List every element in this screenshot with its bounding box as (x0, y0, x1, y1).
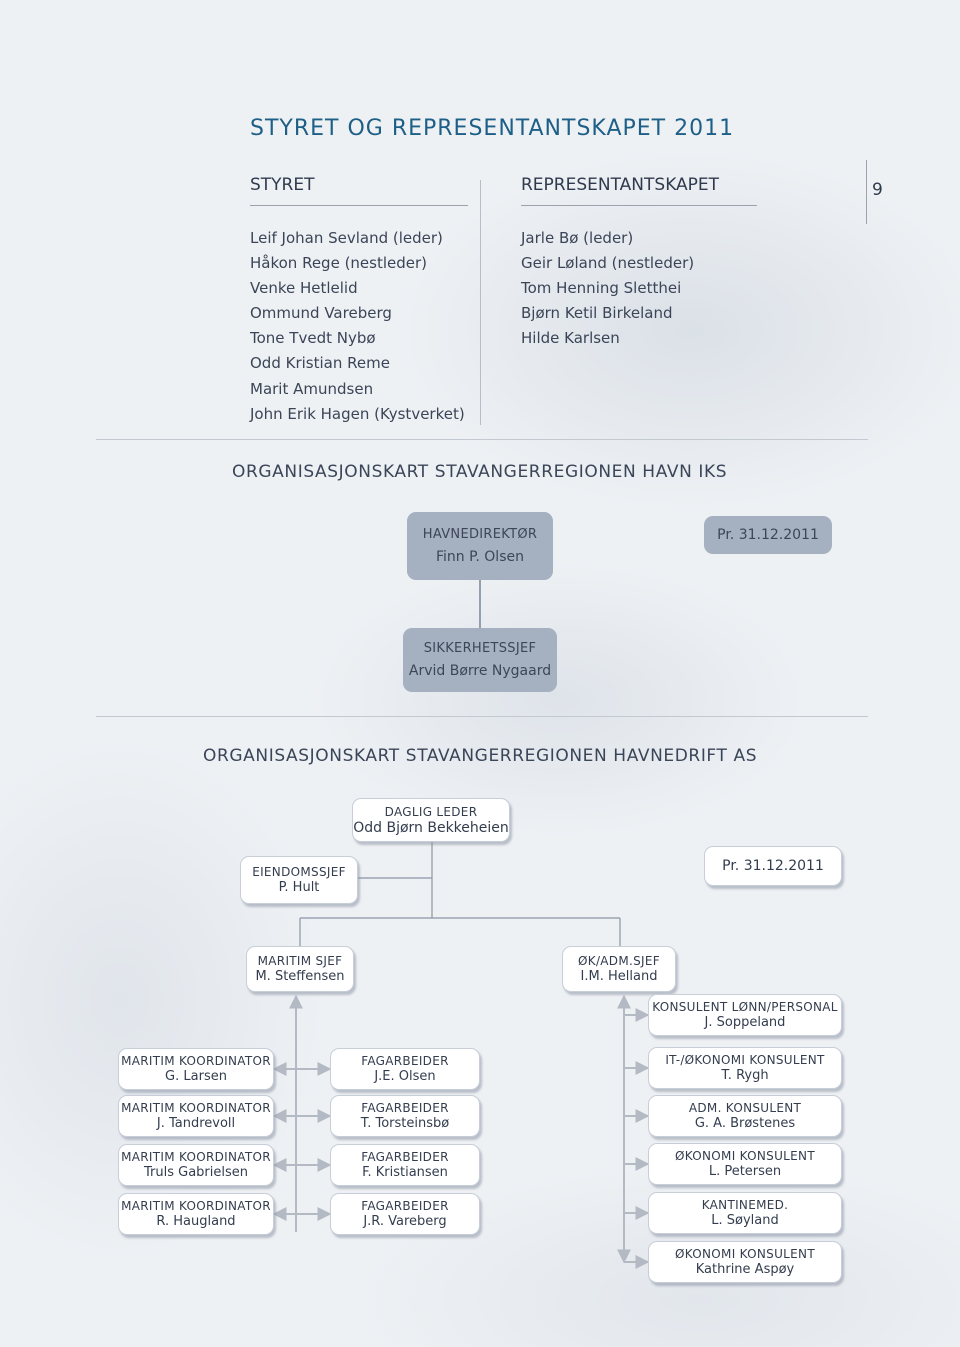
styret-member: Venke Hetlelid (250, 279, 358, 298)
ok-adm-sjef-box: ØK/ADM.SJEF I.M. Helland (562, 946, 676, 992)
person-name: I.M. Helland (580, 969, 658, 984)
role-label: ØKONOMI KONSULENT (675, 1247, 815, 1261)
okonomi-staff-box: ADM. KONSULENT G. A. Brøstenes (648, 1095, 842, 1137)
eiendomssjef-box: EIENDOMSSJEF P. Hult (240, 856, 358, 904)
role-label: FAGARBEIDER (361, 1199, 449, 1213)
person-name: G. Larsen (165, 1069, 227, 1084)
person-name: Odd Bjørn Bekkeheien (353, 820, 509, 836)
role-label: DAGLIG LEDER (384, 805, 478, 819)
role-label: FAGARBEIDER (361, 1150, 449, 1164)
date-label: Pr. 31.12.2011 (722, 858, 824, 874)
page-number: 9 (872, 180, 883, 200)
representantskapet-member: Geir Løland (nestleder) (521, 254, 695, 273)
person-name: L. Søyland (711, 1213, 779, 1228)
person-name: Truls Gabrielsen (144, 1165, 248, 1180)
koordinator-box: MARITIM KOORDINATOR R. Haugland (118, 1193, 274, 1235)
section-divider (96, 439, 868, 440)
person-name: T. Rygh (721, 1068, 769, 1083)
role-label: MARITIM KOORDINATOR (121, 1054, 271, 1068)
role-label: MARITIM KOORDINATOR (121, 1199, 271, 1213)
person-name: R. Haugland (156, 1214, 236, 1229)
okonomi-staff-box: ØKONOMI KONSULENT Kathrine Aspøy (648, 1241, 842, 1283)
person-name: G. A. Brøstenes (694, 1116, 796, 1131)
role-label: SIKKERHETSSJEF (423, 641, 537, 656)
fagarbeider-box: FAGARBEIDER F. Kristiansen (330, 1144, 480, 1186)
page-title: STYRET OG REPRESENTANTSKAPET 2011 (250, 116, 735, 141)
styret-member-list: Leif Johan Sevland (leder) Håkon Rege (n… (250, 226, 465, 427)
role-label: FAGARBEIDER (361, 1054, 449, 1068)
styret-member: Tone Tvedt Nybø (250, 329, 376, 348)
as-tree-lines (299, 842, 621, 946)
person-name: M. Steffensen (255, 969, 345, 984)
koordinator-box: MARITIM KOORDINATOR G. Larsen (118, 1048, 274, 1090)
koordinator-box: MARITIM KOORDINATOR J. Tandrevoll (118, 1095, 274, 1137)
role-label: IT-/ØKONOMI KONSULENT (665, 1053, 825, 1067)
role-label: MARITIM SJEF (257, 954, 343, 968)
havnedirektor-box: HAVNEDIREKTØR Finn P. Olsen (407, 512, 553, 580)
maritim-sjef-box: MARITIM SJEF M. Steffensen (246, 946, 354, 992)
role-label: MARITIM KOORDINATOR (121, 1101, 271, 1115)
role-label: HAVNEDIREKTØR (422, 527, 538, 542)
role-label: EIENDOMSSJEF (252, 865, 346, 879)
role-label: ADM. KONSULENT (688, 1101, 802, 1115)
representantskapet-heading: REPRESENTANTSKAPET (521, 175, 720, 195)
styret-heading-rule (250, 205, 468, 206)
section-divider (96, 716, 868, 717)
iks-chart-title: ORGANISASJONSKART STAVANGERREGIONEN HAVN… (232, 462, 728, 482)
styret-member: Leif Johan Sevland (leder) (250, 229, 443, 247)
person-name: J.E. Olsen (374, 1069, 436, 1084)
representantskapet-member-list: Jarle Bø (leder) Geir Løland (nestleder)… (521, 226, 694, 351)
styret-member: John Erik Hagen (Kystverket) (250, 404, 465, 423)
as-arrows (272, 994, 650, 1269)
okonomi-staff-box: IT-/ØKONOMI KONSULENT T. Rygh (648, 1047, 842, 1089)
representantskapet-member: Jarle Bø (leder) (521, 229, 634, 247)
role-label: KANTINEMED. (701, 1198, 789, 1212)
representantskapet-member: Tom Henning Sletthei (521, 279, 682, 298)
styret-member: Marit Amundsen (250, 379, 374, 398)
role-label: ØKONOMI KONSULENT (675, 1149, 815, 1163)
person-name: Arvid Børre Nygaard (408, 663, 552, 679)
column-divider (480, 180, 481, 425)
person-name: L. Petersen (708, 1164, 782, 1179)
page-number-rule (866, 160, 867, 224)
role-label: ØK/ADM.SJEF (578, 954, 660, 968)
role-label: MARITIM KOORDINATOR (121, 1150, 271, 1164)
person-name: P. Hult (278, 880, 320, 895)
fagarbeider-box: FAGARBEIDER J.R. Vareberg (330, 1193, 480, 1235)
person-name: J.R. Vareberg (363, 1214, 447, 1229)
person-name: Finn P. Olsen (436, 549, 524, 565)
fagarbeider-box: FAGARBEIDER J.E. Olsen (330, 1048, 480, 1090)
styret-member: Håkon Rege (nestleder) (250, 254, 428, 273)
koordinator-box: MARITIM KOORDINATOR Truls Gabrielsen (118, 1144, 274, 1186)
okonomi-staff-box: KANTINEMED. L. Søyland (648, 1192, 842, 1234)
representantskapet-member: Bjørn Ketil Birkeland (521, 304, 673, 323)
iks-date-box: Pr. 31.12.2011 (704, 516, 832, 554)
as-chart-title: ORGANISASJONSKART STAVANGERREGIONEN HAVN… (203, 746, 758, 766)
representantskapet-heading-rule (521, 205, 757, 206)
role-label: FAGARBEIDER (361, 1101, 449, 1115)
person-name: Kathrine Aspøy (695, 1262, 795, 1277)
daglig-leder-box: DAGLIG LEDER Odd Bjørn Bekkeheien (352, 798, 510, 842)
fagarbeider-box: FAGARBEIDER T. Torsteinsbø (330, 1095, 480, 1137)
as-date-box: Pr. 31.12.2011 (704, 846, 842, 886)
sikkerhetssjef-box: SIKKERHETSSJEF Arvid Børre Nygaard (403, 628, 557, 692)
role-label: KONSULENT LØNN/PERSONAL (652, 1000, 838, 1014)
okonomi-staff-box: KONSULENT LØNN/PERSONAL J. Soppeland (648, 994, 842, 1036)
representantskapet-member: Hilde Karlsen (521, 329, 620, 348)
styret-member: Ommund Vareberg (250, 304, 392, 323)
okonomi-staff-box: ØKONOMI KONSULENT L. Petersen (648, 1143, 842, 1185)
styret-member: Odd Kristian Reme (250, 354, 390, 373)
person-name: T. Torsteinsbø (360, 1116, 450, 1131)
styret-heading: STYRET (250, 175, 315, 195)
person-name: J. Tandrevoll (156, 1116, 236, 1131)
person-name: J. Soppeland (704, 1015, 786, 1030)
date-label: Pr. 31.12.2011 (717, 527, 819, 543)
person-name: F. Kristiansen (362, 1165, 448, 1180)
